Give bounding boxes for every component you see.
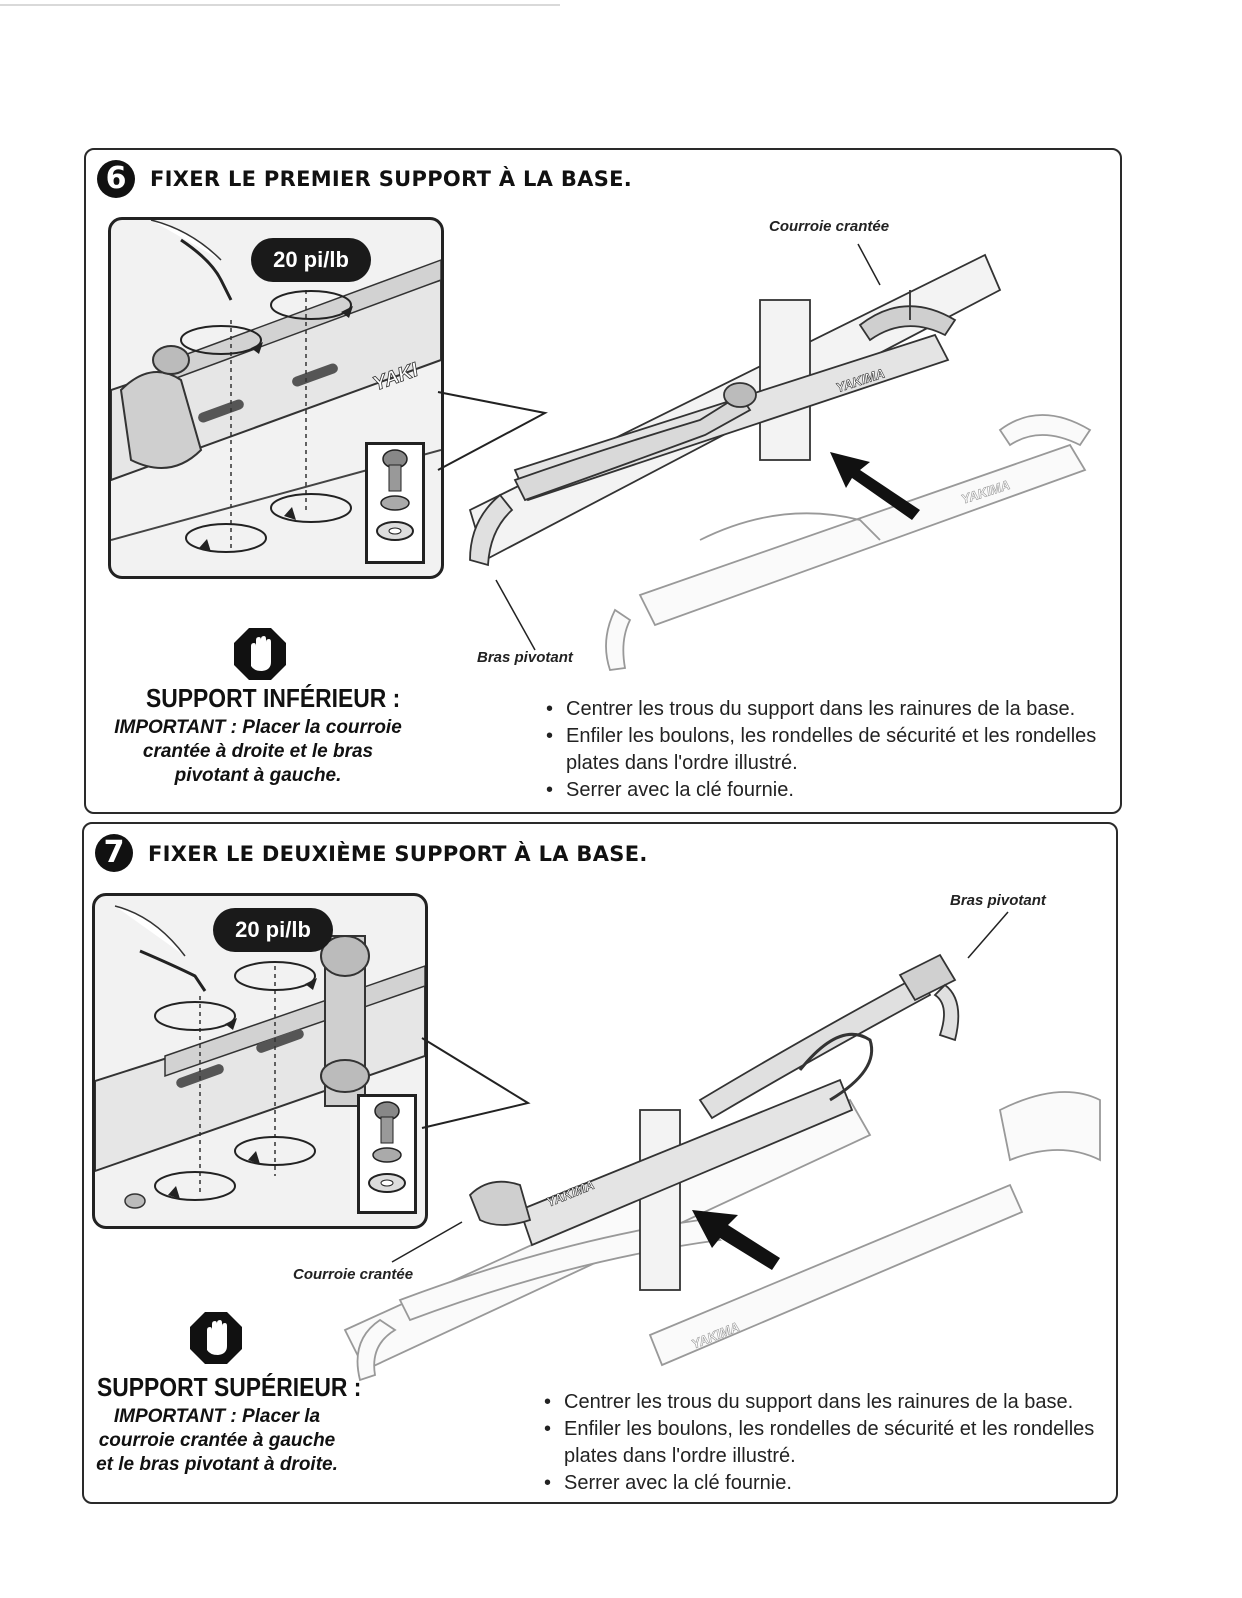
step-6-callout-courroie: Courroie crantée bbox=[769, 218, 890, 235]
step-7-title: FIXER LE DEUXIÈME SUPPORT À LA BASE. bbox=[148, 842, 648, 866]
step-7-hardware-stack bbox=[357, 1094, 417, 1214]
step-6-hardware-stack bbox=[365, 442, 425, 564]
step-6-important-note: IMPORTANT : Placer la courroie crantée à… bbox=[108, 716, 408, 788]
step-6-detail-inset: YAKI 20 pi/lb bbox=[108, 217, 444, 579]
step-7-important-note: IMPORTANT : Placer la courroie crantée à… bbox=[92, 1405, 342, 1477]
instruction-item: Centrer les trous du support dans les ra… bbox=[544, 1389, 1104, 1416]
stop-hand-icon bbox=[234, 628, 286, 680]
step-7-callout-bras: Bras pivotant bbox=[950, 892, 1046, 909]
instruction-item: Serrer avec la clé fournie. bbox=[546, 777, 1106, 804]
step-7-torque-badge: 20 pi/lb bbox=[213, 908, 333, 952]
step-6-detail-drawing: YAKI bbox=[111, 220, 441, 553]
step-6-title: FIXER LE PREMIER SUPPORT À LA BASE. bbox=[150, 167, 633, 191]
step-7-number: 7 bbox=[95, 834, 133, 872]
step-7-detail-drawing bbox=[95, 905, 425, 1209]
step-7-detail-inset: 20 pi/lb bbox=[92, 893, 428, 1229]
instruction-item: Serrer avec la clé fournie. bbox=[544, 1470, 1104, 1497]
instruction-item: Centrer les trous du support dans les ra… bbox=[546, 696, 1106, 723]
step-6-callout-bras: Bras pivotant bbox=[477, 649, 573, 666]
stop-hand-icon bbox=[190, 1312, 242, 1364]
important-text: Placer la courroie crantée à droite et l… bbox=[142, 717, 402, 786]
step-6-support-title: SUPPORT INFÉRIEUR : bbox=[146, 683, 401, 713]
step-6-torque-badge: 20 pi/lb bbox=[251, 238, 371, 282]
bolt-washer-icon bbox=[376, 449, 414, 541]
step-7-callout-courroie: Courroie crantée bbox=[293, 1266, 414, 1283]
step-6-number: 6 bbox=[97, 160, 135, 198]
instruction-item: Enfiler les boulons, les rondelles de sé… bbox=[544, 1416, 1104, 1470]
step-7-support-title: SUPPORT SUPÉRIEUR : bbox=[97, 1372, 362, 1402]
important-label: IMPORTANT : bbox=[114, 717, 243, 738]
step-7-instructions: Centrer les trous du support dans les ra… bbox=[544, 1389, 1104, 1497]
important-label: IMPORTANT : bbox=[113, 1406, 242, 1427]
bolt-washer-icon bbox=[368, 1101, 406, 1193]
step-6-instructions: Centrer les trous du support dans les ra… bbox=[546, 696, 1106, 804]
instruction-item: Enfiler les boulons, les rondelles de sé… bbox=[546, 723, 1106, 777]
important-text: Placer la courroie crantée à gauche et l… bbox=[96, 1406, 338, 1475]
page-top-rule bbox=[0, 4, 560, 6]
